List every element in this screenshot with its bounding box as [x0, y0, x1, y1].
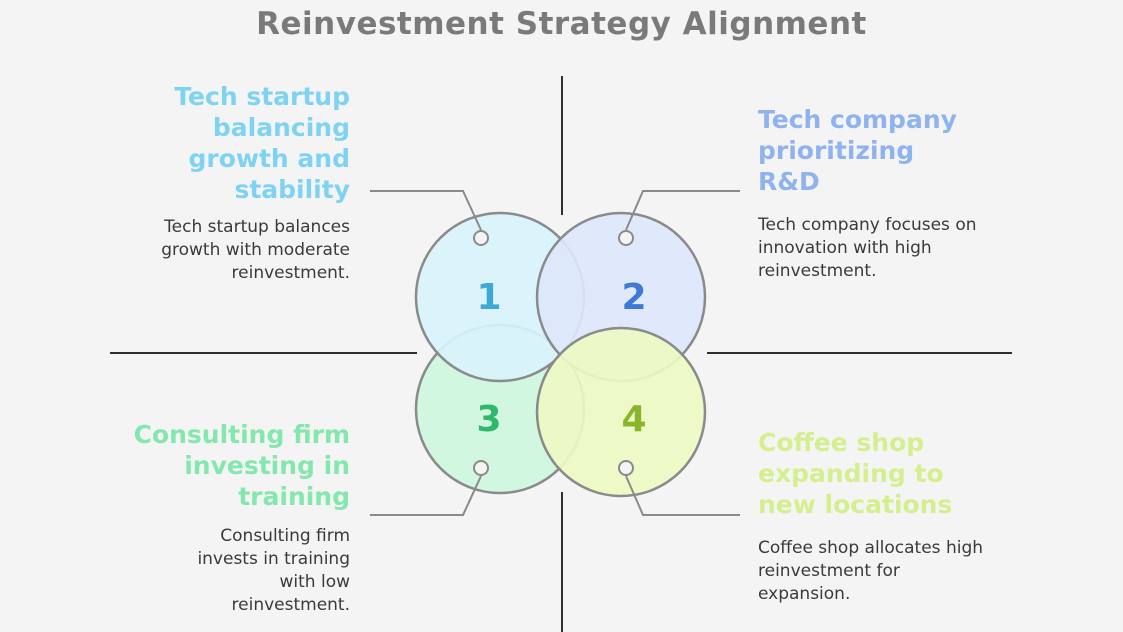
quadrant-4-description: Coffee shop allocates high reinvestment …: [758, 538, 984, 604]
connector-3: [370, 475, 482, 516]
quadrant-1-heading: Tech startup balancing growth and stabil…: [174, 82, 350, 204]
connector-dot-4: [618, 460, 634, 476]
connector-1: [370, 190, 482, 231]
circle-number-1: 1: [476, 277, 501, 318]
connector-4: [625, 475, 740, 516]
diagram-title: Reinvestment Strategy Alignment: [256, 6, 867, 42]
circle-4: [535, 326, 707, 498]
quadrant-4-heading: Coffee shop expanding to new locations: [758, 428, 953, 519]
quadrant-2-description: Tech company focuses on innovation with …: [758, 215, 977, 281]
connector-dot-3: [473, 460, 489, 476]
circle-number-3: 3: [476, 399, 501, 440]
circle-number-2: 2: [621, 277, 646, 318]
quadrant-2-heading: Tech company prioritizing R&D: [758, 105, 957, 196]
connector-dot-2: [618, 230, 634, 246]
quadrant-3-heading: Consulting firm investing in training: [133, 420, 350, 511]
quadrant-3-description: Consulting firm invests in training with…: [197, 526, 350, 615]
connector-2: [625, 190, 740, 231]
connector-dot-1: [473, 230, 489, 246]
quadrant-1-description: Tech startup balances growth with modera…: [161, 217, 350, 283]
circle-number-4: 4: [621, 399, 646, 440]
